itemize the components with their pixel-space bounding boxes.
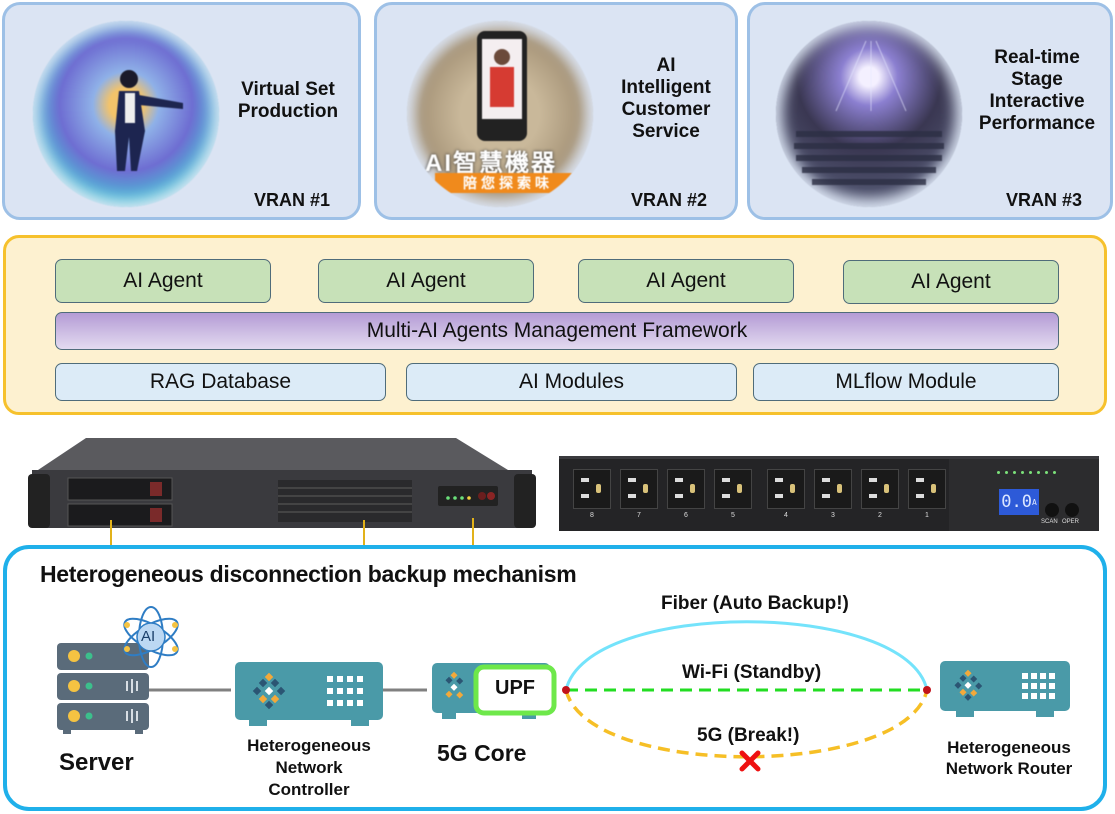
photo-subcaption: 陪您探索味 [435, 173, 593, 193]
backup-mechanism-title: Heterogeneous disconnection backup mecha… [40, 561, 577, 587]
server-label: Server [59, 749, 134, 776]
ai-modules-box: AI Modules [406, 363, 737, 401]
pdu-oper-label: OPER [1062, 519, 1080, 525]
pdu-status-leds [997, 471, 1056, 474]
link-endpoint-left [562, 686, 570, 694]
server-icon [57, 643, 149, 734]
connector-line-2 [363, 520, 365, 546]
mlflow-module-box: MLflow Module [753, 363, 1059, 401]
pdu-outlet-row: 8 7 6 5 4 3 2 1 [573, 469, 946, 519]
audience-rows [794, 40, 944, 185]
pdu-outlet: 5 [714, 469, 752, 519]
vran-1-tag: VRAN #1 [253, 190, 330, 210]
pdu-outlet: 7 [620, 469, 658, 519]
pdu-outlet: 2 [861, 469, 899, 519]
5g-core-icon [432, 663, 557, 719]
ai-agent-framework: AI Agent AI Agent AI Agent AI Agent Mult… [3, 235, 1107, 415]
pdu-outlet: 1 [908, 469, 946, 519]
pdu-outlet-number: 6 [684, 512, 688, 519]
ai-agent-box-2: AI Agent [318, 259, 534, 303]
backup-mechanism-panel: Heterogeneous disconnection backup mecha… [3, 545, 1107, 811]
controller-label: Heterogeneous Network Controller [247, 736, 371, 799]
pdu-outlet-number: 1 [925, 512, 929, 519]
kiosk-screen [477, 31, 527, 141]
pdu-scan-label: SCAN [1041, 519, 1058, 525]
multi-agent-management-framework: Multi-AI Agents Management Framework [55, 312, 1059, 350]
vran-card-1: Virtual Set Production VRAN #1 [2, 2, 361, 220]
pdu-outlet-number: 4 [784, 512, 788, 519]
pdu-outlet-number: 5 [731, 512, 735, 519]
ai-agent-box-4: AI Agent [843, 260, 1059, 304]
rack-server-photo [28, 438, 538, 538]
router-label: Heterogeneous Network Router [945, 738, 1073, 778]
pdu-outlet: 4 [767, 469, 805, 519]
ai-customer-service-photo: AI智慧機器 陪您探索味 [407, 21, 593, 207]
rag-database-box: RAG Database [55, 363, 386, 401]
pdu-outlet: 6 [667, 469, 705, 519]
5g-link [564, 689, 929, 759]
pdu-outlet-number: 3 [831, 512, 835, 519]
connector-line-1 [110, 520, 112, 546]
upf-box [473, 664, 557, 716]
break-x-icon [739, 750, 761, 772]
pdu-outlet-number: 8 [590, 512, 594, 519]
pdu-outlet: 3 [814, 469, 852, 519]
network-router-icon [940, 661, 1070, 717]
ai-agent-box-1: AI Agent [55, 259, 271, 303]
5g-core-label: 5G Core [437, 740, 527, 766]
photo-caption: AI智慧機器 [425, 150, 557, 177]
pdu-outlet-number: 7 [637, 512, 641, 519]
link-endpoint-right [923, 686, 931, 694]
network-controller-icon [235, 662, 383, 726]
vran-card-2: AI智慧機器 陪您探索味 AI Intelligent Customer Ser… [374, 2, 738, 220]
pdu-oper-button[interactable] [1065, 503, 1079, 517]
virtual-set-photo [33, 21, 219, 207]
connector-line-3 [472, 518, 474, 546]
ai-atom-icon [123, 606, 179, 668]
pdu-scan-button[interactable] [1045, 503, 1059, 517]
fiber-link [564, 620, 929, 691]
fiber-link-label: Fiber (Auto Backup!) [661, 593, 849, 614]
vran-2-title: AI Intelligent Customer Service [621, 55, 711, 142]
5g-link-label: 5G (Break!) [697, 725, 800, 746]
network-diagram-svg [57, 606, 1070, 772]
dancer-figure [115, 70, 183, 171]
ai-agent-box-3: AI Agent [578, 259, 794, 303]
pdu-outlet-number: 2 [878, 512, 882, 519]
vran-3-tag: VRAN #3 [1005, 190, 1082, 210]
ai-badge-label: AI [141, 628, 156, 645]
wifi-link-label: Wi-Fi (Standby) [682, 662, 822, 683]
vran-card-3: Real-time Stage Interactive Performance … [747, 2, 1113, 220]
pdu-outlet: 8 [573, 469, 611, 519]
vran-2-tag: VRAN #2 [630, 190, 707, 210]
stage-performance-photo [776, 21, 962, 207]
upf-label: UPF [495, 677, 535, 699]
vran-1-title: Virtual Set Production [237, 79, 339, 122]
vran-3-title: Real-time Stage Interactive Performance [978, 47, 1096, 134]
